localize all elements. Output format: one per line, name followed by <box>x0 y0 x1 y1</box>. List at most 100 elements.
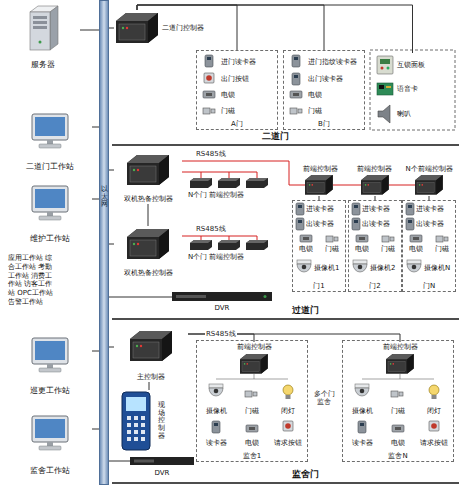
rs485-wire <box>182 161 305 185</box>
controller-icon <box>386 354 414 374</box>
door-magnet-icon <box>203 108 215 114</box>
device-box: 语音卡 <box>373 79 452 99</box>
device-box: 双机热备控制器 <box>114 152 182 204</box>
node-label: 门磁 <box>235 407 269 415</box>
lock-icon <box>410 235 422 242</box>
node-label: 请求按钮 <box>417 439 451 447</box>
node-label: 电锁 <box>221 90 235 98</box>
lock-icon <box>290 91 302 98</box>
connector-line <box>137 5 413 53</box>
connector-line <box>92 199 99 200</box>
device-box: 出门读卡器 <box>286 71 362 86</box>
node-label: 服务器 <box>6 60 80 69</box>
connector-line <box>109 297 172 298</box>
node-label: 以太网 <box>101 186 108 209</box>
device-box: 二道门工作站 <box>8 112 92 172</box>
rs485-wire <box>182 236 257 240</box>
device-box: 互锁面板 <box>373 53 452 77</box>
lock-icon <box>356 235 368 242</box>
section-band: 二道门二道门控制器A门进门读卡器出门按钮电锁门磁B门进门指纹读卡器出门读卡器电锁… <box>112 0 459 146</box>
node-label: 进读卡器 <box>416 205 444 213</box>
node-label: 维护工作站 <box>8 234 92 243</box>
connector-line <box>80 30 99 31</box>
node-label: 二道门控制器 <box>162 24 204 32</box>
rs485-wire <box>182 172 257 178</box>
node-label: 双机热备控制器 <box>114 269 182 277</box>
lamp-icon <box>429 385 439 399</box>
wire-label: N个门 前端控制器 <box>188 253 244 261</box>
node-label: 出门读卡器 <box>308 74 343 82</box>
node-label: 门N <box>403 282 455 290</box>
node-label: 进门读卡器 <box>221 57 256 65</box>
device-box: 读卡器 <box>199 418 233 448</box>
workstation-icon <box>32 338 68 372</box>
node-label: 出门按钮 <box>221 74 249 82</box>
node-label: 门磁 <box>308 106 322 114</box>
door-magnet-icon <box>290 108 302 114</box>
node-label: 摄像机 <box>345 407 379 415</box>
small-controller-icon <box>218 240 240 250</box>
device-box: 进读卡器 <box>404 202 454 216</box>
controller-icon <box>240 354 268 374</box>
node-label: 应用工作站 综合工作站 考勤工作站 消费工作站 访客工作站 OPC工作站 告警工… <box>8 254 56 307</box>
wire-label: RS485线 <box>205 330 237 338</box>
node-label: 摄像机N <box>424 264 450 272</box>
device-box: 电锁 <box>199 87 275 102</box>
node-label: 闭灯 <box>271 407 305 415</box>
device-box: 进门指纹读卡器 <box>286 53 362 70</box>
node-label: 电锁 <box>308 90 322 98</box>
node-label: 摄像机 <box>199 407 233 415</box>
device-box: 门磁 <box>235 382 269 416</box>
device-box: N个前端控制器 <box>402 164 456 196</box>
node-label: 喇叭 <box>397 110 411 118</box>
device-box: 电锁 <box>381 418 415 448</box>
node-label: 前端控制器 <box>294 165 346 173</box>
dvr-device <box>176 295 206 298</box>
device-box: 请求按钮 <box>417 418 451 448</box>
node-label: 进门指纹读卡器 <box>308 57 357 65</box>
door-group: 监舍N前端控制器摄像机门磁闭灯读卡器电锁请求按钮 <box>342 340 454 462</box>
door-group: 门N进读卡器出读卡器电锁门磁摄像机N <box>402 200 456 292</box>
device-box: 闭灯 <box>271 382 305 416</box>
door-group: 门1进读卡器出读卡器电锁门磁摄像机1 <box>292 200 346 292</box>
door-group: B门进门指纹读卡器出门读卡器电锁门磁 <box>283 50 365 130</box>
node-label: 前端控制器 <box>226 343 282 351</box>
device-box: 电锁 <box>235 418 269 448</box>
workstation-icon <box>32 416 68 450</box>
dvr-device <box>130 457 194 465</box>
camera-icon <box>297 260 311 272</box>
camera-icon <box>209 384 223 396</box>
device-box: 门磁 <box>199 103 275 118</box>
device-box: 前端控制器 <box>372 342 428 378</box>
device-wire <box>362 374 434 379</box>
button-icon <box>204 73 214 83</box>
node-label: DVR <box>130 469 194 477</box>
device-box: 摄像机2 <box>350 255 400 281</box>
device-box: 电锁 <box>350 232 374 254</box>
panel-icon <box>377 56 393 74</box>
reader-icon <box>406 203 414 215</box>
connector-line <box>149 382 150 390</box>
reader-icon <box>212 421 220 433</box>
lock-icon <box>203 91 215 98</box>
workstation-list: 应用工作站 综合工作站 考勤工作站 消费工作站 访客工作站 OPC工作站 告警工… <box>6 252 58 328</box>
button-icon <box>429 421 439 431</box>
node-label: 出读卡器 <box>362 220 390 228</box>
device-box: 前端控制器 <box>294 164 346 196</box>
device-box: 服务器 <box>6 4 80 70</box>
device-box: 出读卡器 <box>294 217 344 231</box>
device-box: 二道门控制器 <box>114 10 224 46</box>
connector-line <box>137 5 237 50</box>
node-label: 门磁 <box>320 245 344 253</box>
dvr-device <box>134 460 154 463</box>
controller-icon <box>305 175 333 195</box>
device-box: 读卡器 <box>345 418 379 448</box>
device-box: 出门按钮 <box>199 71 275 86</box>
reader-icon <box>292 73 300 85</box>
device-box: 前端控制器 <box>226 342 282 378</box>
small-controller-icon <box>190 240 212 250</box>
device-box: 摄像机 <box>199 382 233 416</box>
small-controller-icon <box>246 178 268 188</box>
reader-icon <box>352 218 360 230</box>
